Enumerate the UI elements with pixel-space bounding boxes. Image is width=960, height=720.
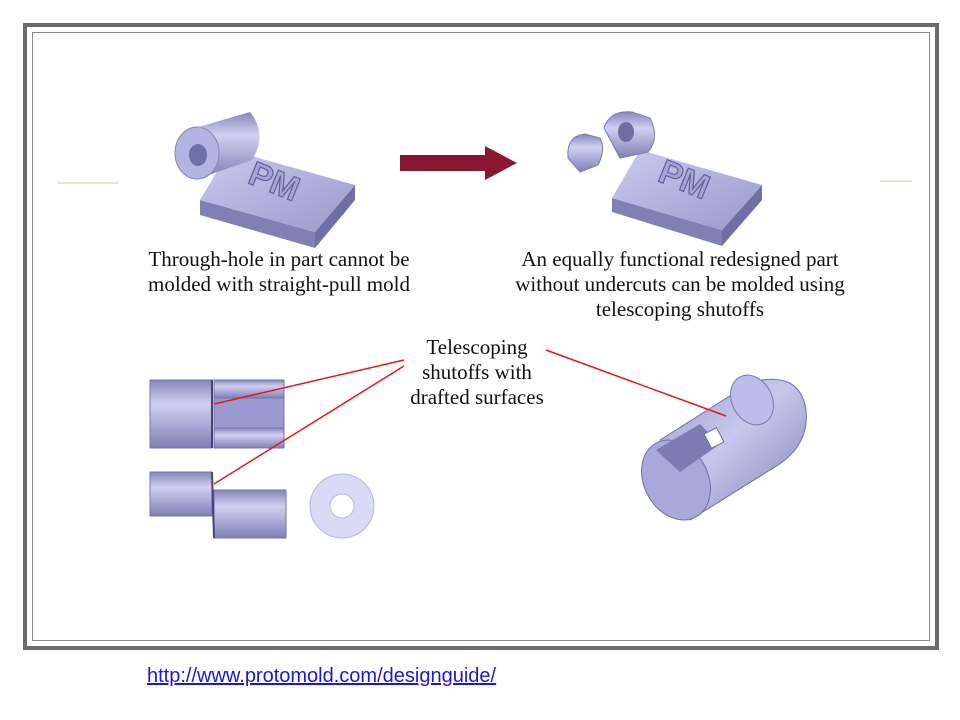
slide-inner-border [32, 32, 930, 641]
callout-line-upper [213, 359, 405, 405]
transform-arrow [400, 146, 517, 180]
caption-original-part: Through-hole in part cannot be molded wi… [148, 247, 410, 296]
original-part: PM [174, 112, 355, 248]
shutoff-end-view-ring [309, 473, 375, 539]
callout-line-lower [213, 365, 405, 485]
shutoff-stepped-profile [149, 471, 287, 539]
callout-lines [213, 349, 727, 485]
caption-redesigned-part: An equally functional redesigned part wi… [515, 247, 845, 321]
callout-line-cylinder [545, 349, 727, 417]
telescoping-cylinder-3d [641, 374, 807, 521]
redesigned-part: PM [567, 111, 762, 246]
shutoff-assembled-view [149, 379, 285, 449]
source-link[interactable]: http://www.protomold.com/designguide/ [147, 665, 497, 687]
caption-telescoping-shutoffs: Telescoping shutoffs with drafted surfac… [410, 335, 544, 409]
